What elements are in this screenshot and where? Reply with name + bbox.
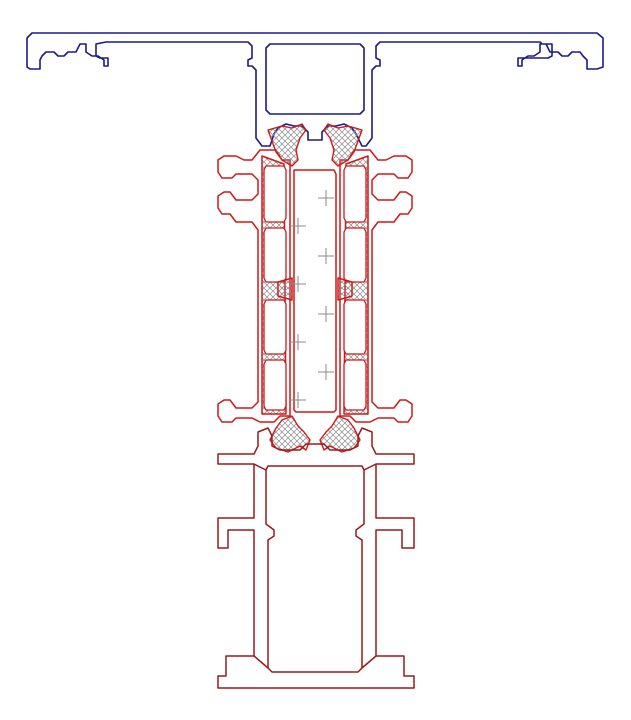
insert-cross-marker: [290, 392, 306, 408]
insert-cross-marker: [290, 276, 306, 292]
right-chamber-3: [343, 299, 367, 355]
bottom-left-gasket: [269, 415, 311, 453]
left-chambers: [263, 165, 287, 411]
bottom-right-gasket: [319, 415, 361, 453]
insert-cross-marker: [318, 190, 334, 206]
left-mid-web: [277, 277, 293, 301]
insert-cross-marker: [318, 306, 334, 322]
left-insulator-outline: [217, 149, 291, 423]
left-chamber-4: [263, 359, 287, 411]
bottom-body-web-right: [361, 463, 377, 669]
right-chamber-2: [343, 227, 367, 283]
insert-cross-marker: [318, 364, 334, 380]
right-chamber-1: [343, 165, 367, 223]
top-cap-hollow: [265, 43, 365, 115]
thermal-break-body: [217, 149, 413, 423]
right-chamber-4: [343, 359, 367, 411]
left-chamber-3: [263, 299, 287, 355]
top-gaskets: [267, 123, 363, 167]
bottom-mullion-body: [217, 427, 415, 689]
top-left-gasket: [267, 123, 307, 167]
top-right-gasket: [323, 123, 363, 167]
bottom-gaskets: [269, 415, 361, 453]
bottom-body-inner: [265, 465, 365, 673]
insert-cross-marker: [290, 334, 306, 350]
insert-cross-marker: [290, 218, 306, 234]
right-insulator-outline: [339, 149, 413, 423]
left-chamber-1: [263, 165, 287, 223]
insert-cross-marker: [318, 248, 334, 264]
left-chamber-2: [263, 227, 287, 283]
bottom-body-web-left: [253, 463, 269, 669]
center-cavity: [293, 169, 337, 413]
top-cap-outline: [26, 32, 604, 147]
bottom-body-outline: [217, 427, 415, 689]
top-mullion-cap: [26, 32, 604, 147]
insulating-insert: [290, 190, 334, 408]
right-mid-web: [337, 277, 353, 301]
